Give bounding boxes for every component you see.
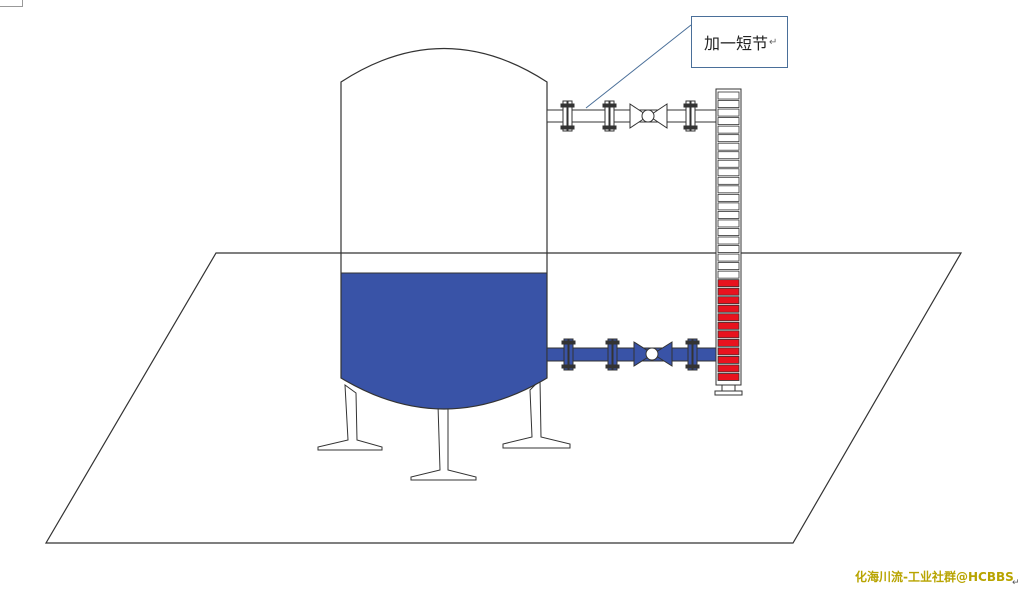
gauge-flap-red <box>717 279 740 288</box>
gauge-flap-white <box>717 168 740 177</box>
paragraph-mark: ↵ <box>769 36 778 48</box>
gauge-flap-white <box>717 134 740 143</box>
gauge-flap-red <box>717 304 740 313</box>
gauge-flap-white <box>717 202 740 211</box>
callout-text: 加一短节 <box>704 34 769 53</box>
end-mark: ↵ <box>1012 578 1020 588</box>
gauge-flap-white <box>717 211 740 219</box>
gauge-flap-white <box>717 142 740 151</box>
bottom-flange-3 <box>685 338 700 371</box>
gauge-flap-white <box>717 219 740 228</box>
gauge-flap-white <box>717 125 740 134</box>
gauge-drain-flange <box>714 390 743 396</box>
gauge-flap-white <box>717 270 740 279</box>
flap-level-gauge <box>714 88 743 396</box>
gauge-flap-white <box>717 262 740 271</box>
gauge-flap-white <box>717 236 740 245</box>
gauge-flap-white <box>717 176 740 185</box>
gauge-flap-white <box>717 159 740 168</box>
right-leg <box>502 378 571 449</box>
gauge-flap-white <box>717 108 740 117</box>
top-connection-pipe <box>546 100 718 132</box>
bottom-flange-1 <box>561 338 576 371</box>
gauge-flap-red <box>717 347 740 356</box>
bottom-valve <box>633 341 673 367</box>
gauge-drain <box>721 384 736 392</box>
top-flange-2 <box>602 100 617 132</box>
gauge-flap-red <box>717 373 740 381</box>
gauge-flap-white <box>717 253 740 262</box>
center-leg <box>410 404 477 481</box>
watermark-text: 化海川流-工业社群@HCBBS <box>855 570 1014 584</box>
callout-box: 加一短节↵ <box>691 16 788 68</box>
callout-leader-line <box>585 24 692 109</box>
gauge-flap-white <box>717 185 740 194</box>
gauge-flap-red <box>717 356 740 364</box>
top-flange-1 <box>560 100 575 132</box>
tank-legs <box>317 378 571 481</box>
gauge-flap-white <box>717 91 740 100</box>
gauge-flap-white <box>717 151 740 160</box>
gauge-flap-red <box>717 338 740 347</box>
gauge-flap-red <box>717 287 740 296</box>
gauge-flap-red <box>717 330 740 339</box>
gauge-flap-red <box>717 321 740 330</box>
gauge-flap-white <box>717 193 740 202</box>
bottom-connection-pipe <box>546 338 718 371</box>
top-valve <box>629 103 668 129</box>
gauge-flap-white <box>717 228 740 236</box>
top-flange-3 <box>683 100 698 132</box>
gauge-flap-red <box>717 364 740 373</box>
gauge-flap-red <box>717 313 740 322</box>
tank-shell <box>340 47 548 410</box>
gauge-flap-white <box>717 245 740 253</box>
gauge-flap-white <box>717 117 740 126</box>
tank-liquid <box>341 273 547 409</box>
gauge-flap-white <box>717 100 740 108</box>
gauge-flap-red <box>717 296 740 305</box>
page-corner-mark <box>0 0 23 7</box>
left-leg <box>317 383 383 451</box>
bottom-flange-2 <box>605 338 620 371</box>
